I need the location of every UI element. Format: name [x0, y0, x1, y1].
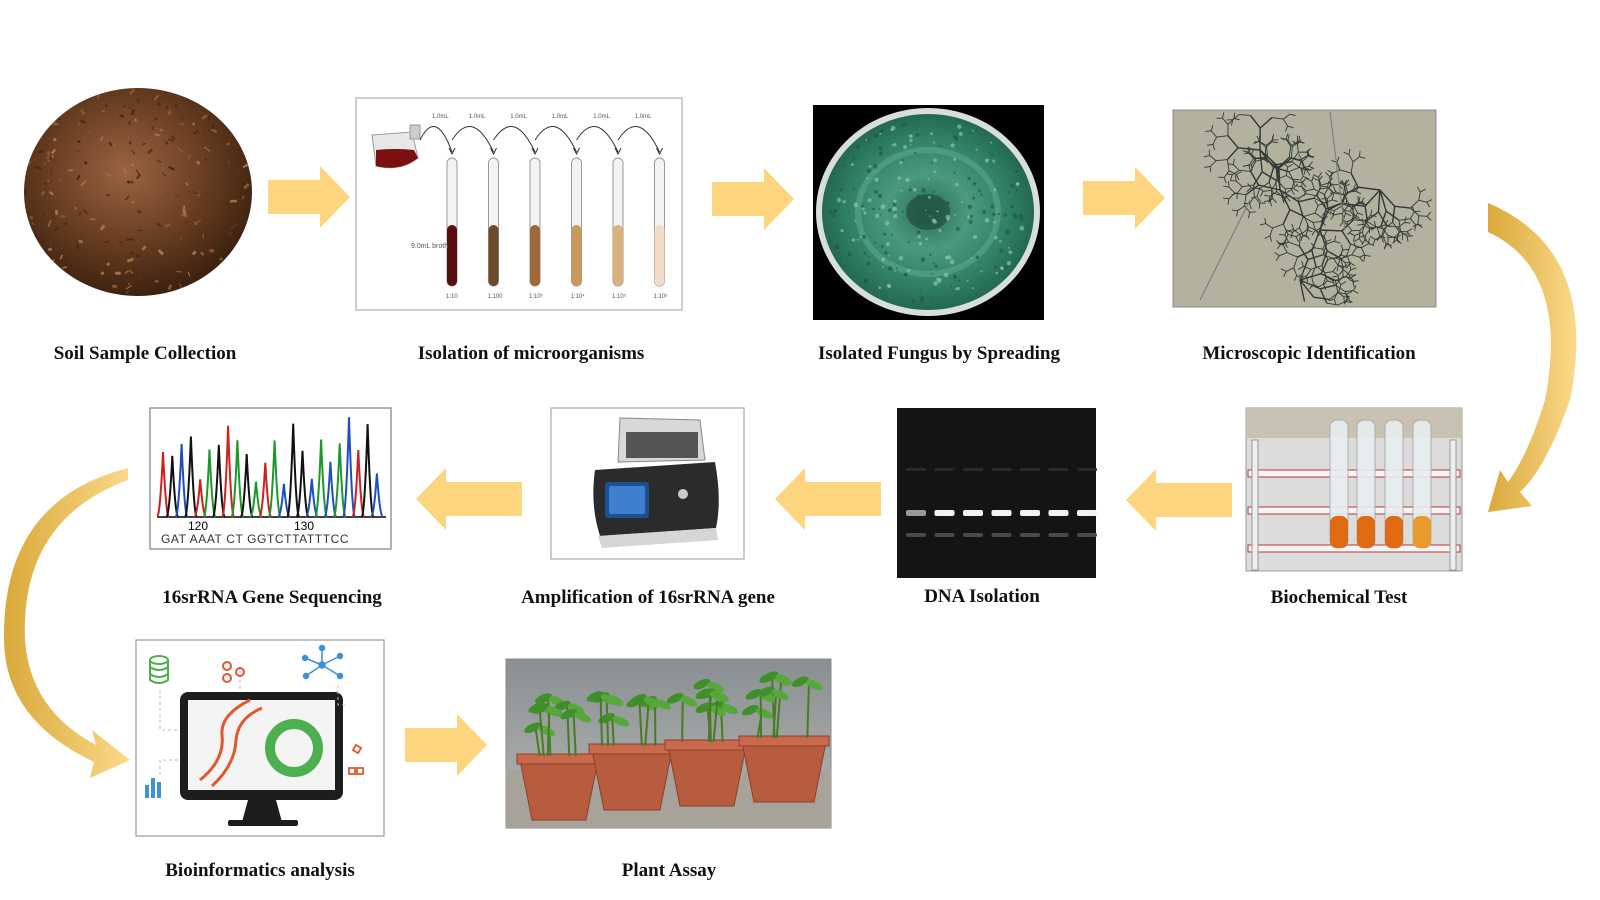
label-isolation-of-microorganisms: Isolation of microorganisms — [417, 343, 645, 364]
network-icon — [301, 644, 344, 680]
dilution-volume-label: 1.0mL — [593, 114, 610, 120]
arrow-left-icon — [416, 468, 522, 530]
cycle-icon — [265, 719, 323, 777]
database-icon — [149, 655, 169, 684]
dilution-ratio-label: 1:10⁶ — [654, 293, 669, 300]
label-dna-isolation: DNA Isolation — [924, 586, 1040, 607]
bioinformatics-image — [135, 639, 385, 837]
arrow-right-icon — [1083, 167, 1165, 229]
seq-pos-130: 130 — [294, 519, 314, 533]
plant-assay-image — [505, 658, 832, 829]
broth-label: 9.0mL broth — [411, 243, 448, 250]
dilution-ratio-label: 1:100 — [488, 294, 504, 300]
dilution-ratio-label: 1:10 — [446, 294, 458, 300]
serial-dilution-image: 1:10 1:100 1:10³ 1:10⁴ 1:10⁵ 1:10⁶ 1.0mL 1.0mL 1… — [355, 97, 683, 311]
dna-gel-image — [897, 408, 1097, 578]
label-biochemical-test: Biochemical Test — [1270, 587, 1408, 608]
biochemical-test-image — [1245, 407, 1463, 572]
label-gene-sequencing: 16srRNA Gene Sequencing — [162, 587, 382, 608]
microscope-image — [1172, 109, 1437, 308]
arrow-right-icon — [268, 166, 350, 228]
dilution-volume-label: 1.0mL — [510, 114, 527, 120]
chromatogram-image: 120 130 GAT AAAT CT GGTCTTATTTCC — [149, 407, 392, 550]
soil-sample-image — [24, 88, 252, 296]
label-plant-assay: Plant Assay — [621, 860, 717, 881]
dilution-volume-label: 1.0mL — [432, 114, 449, 120]
curved-arrow-left-icon — [3, 468, 130, 778]
arrow-left-icon — [1126, 469, 1232, 531]
arrow-left-icon — [775, 468, 881, 530]
dilution-volume-label: 1.0mL — [552, 114, 569, 120]
dna-helix-icon — [199, 698, 263, 788]
label-soil-sample-collection: Soil Sample Collection — [53, 343, 237, 364]
dilution-ratio-label: 1:10⁵ — [612, 293, 627, 300]
seq-pos-120: 120 — [188, 519, 208, 533]
bottle-icon — [371, 124, 421, 169]
share-icon — [222, 661, 245, 683]
dilution-volume-label: 1.0mL — [635, 114, 652, 120]
blocks-icon — [348, 743, 364, 775]
bar-chart-icon — [145, 778, 161, 798]
arrow-right-icon — [405, 714, 487, 776]
label-isolated-fungus: Isolated Fungus by Spreading — [818, 343, 1060, 364]
dilution-volume-label: 1.0mL — [469, 114, 486, 120]
label-bioinformatics: Bioinformatics analysis — [165, 860, 355, 881]
petri-dish-image — [813, 105, 1044, 320]
curved-arrow-right-icon — [1488, 203, 1577, 512]
dilution-ratio-label: 1:10³ — [529, 294, 543, 300]
label-amplification: Amplification of 16srRNA gene — [521, 587, 775, 608]
label-microscopic-identification: Microscopic Identification — [1202, 343, 1416, 364]
seq-bases: GAT AAAT CT GGTCTTATTTCC — [161, 532, 349, 546]
thermal-cycler-image — [550, 407, 745, 560]
arrow-right-icon — [712, 168, 794, 230]
dilution-ratio-label: 1:10⁴ — [571, 293, 586, 300]
